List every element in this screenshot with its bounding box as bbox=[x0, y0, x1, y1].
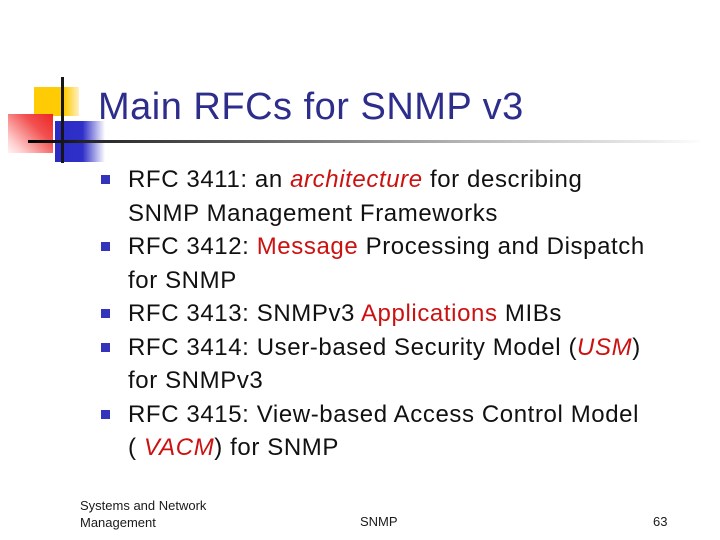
bullet-item-rfc3411: RFC 3411: an architecture for describing… bbox=[101, 163, 701, 230]
bullet-item-rfc3415: RFC 3415: View-based Access Control Mode… bbox=[101, 398, 701, 465]
footer-course-name: Systems and Network Management bbox=[80, 497, 206, 531]
bullet-item-rfc3414: RFC 3414: User-based Security Model (USM… bbox=[101, 331, 701, 398]
text-segment: ) bbox=[632, 333, 641, 361]
vertical-crosshair-line bbox=[61, 77, 64, 163]
text-segment: ( bbox=[128, 434, 144, 461]
title-underline-rule bbox=[28, 140, 700, 143]
bullet-text-line: RFC 3413: SNMPv3 Applications MIBs bbox=[128, 297, 701, 331]
text-segment-accent: USM bbox=[577, 333, 633, 361]
bullet-text-line: RFC 3412: Message Processing and Dispatc… bbox=[128, 230, 701, 264]
text-segment: RFC 3411: an bbox=[128, 166, 291, 193]
bullet-text-line: RFC 3415: View-based Access Control Mode… bbox=[128, 398, 701, 432]
text-segment: MIBs bbox=[497, 300, 562, 327]
bullet-text-line: ( VACM) for SNMP bbox=[128, 431, 701, 465]
bullet-text-line: for SNMP bbox=[128, 264, 701, 298]
bullet-square-icon bbox=[101, 342, 110, 352]
text-segment-accent: architecture bbox=[290, 166, 423, 193]
bullet-list: RFC 3411: an architecture for describing… bbox=[101, 163, 701, 465]
text-segment: RFC 3413: SNMPv3 bbox=[128, 300, 361, 327]
bullet-text-line: RFC 3414: User-based Security Model (USM… bbox=[128, 331, 701, 365]
footer-course-name-line1: Systems and Network bbox=[80, 498, 207, 513]
text-segment: ) for SNMP bbox=[214, 434, 339, 461]
text-segment-accent: Applications bbox=[360, 300, 498, 327]
footer-section-label: SNMP bbox=[360, 514, 398, 529]
bullet-text-line: SNMP Management Frameworks bbox=[128, 197, 701, 231]
bullet-item-rfc3412: RFC 3412: Message Processing and Dispatc… bbox=[101, 230, 701, 297]
text-segment: Processing and Dispatch bbox=[358, 233, 645, 260]
bullet-square-icon bbox=[101, 409, 110, 419]
text-segment-accent: VACM bbox=[143, 434, 215, 461]
bullet-text-line: for SNMPv3 bbox=[128, 364, 701, 398]
bullet-square-icon bbox=[101, 242, 110, 251]
text-segment-accent: Message bbox=[256, 233, 359, 260]
footer-page-number: 63 bbox=[653, 514, 668, 529]
bullet-item-rfc3413: RFC 3413: SNMPv3 Applications MIBs bbox=[101, 297, 701, 331]
footer-course-name-line2: Management bbox=[80, 515, 156, 530]
text-segment: for describing bbox=[422, 166, 583, 193]
yellow-square-decoration bbox=[34, 87, 79, 116]
text-segment: RFC 3414: User-based Security Model ( bbox=[128, 333, 578, 361]
bullet-square-icon bbox=[101, 309, 110, 318]
text-segment: RFC 3412: bbox=[128, 233, 257, 260]
text-segment: SNMP Management Frameworks bbox=[128, 199, 498, 227]
text-segment: for SNMPv3 bbox=[128, 367, 264, 394]
red-square-decoration bbox=[8, 114, 53, 153]
slide-title: Main RFCs for SNMP v3 bbox=[98, 86, 524, 128]
bullet-square-icon bbox=[101, 175, 110, 184]
text-segment: for SNMP bbox=[128, 266, 237, 294]
text-segment: RFC 3415: View-based Access Control Mode… bbox=[128, 400, 640, 428]
bullet-text-line: RFC 3411: an architecture for describing bbox=[128, 163, 701, 197]
